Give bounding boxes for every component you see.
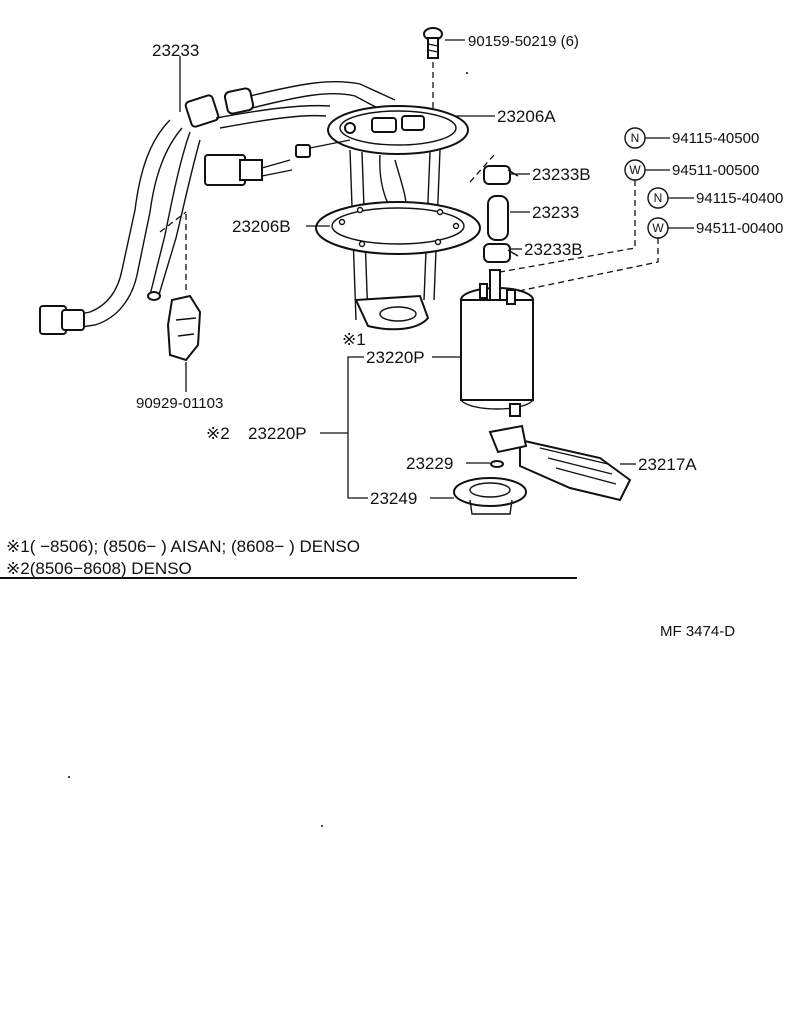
hose-clamp-drawing	[469, 154, 519, 263]
sender-gauge-drawing	[295, 62, 481, 331]
label-clamp-lower: 23233B	[524, 240, 583, 259]
label-pump-1: 23220P	[366, 348, 425, 367]
connector-drawing	[488, 424, 632, 502]
label-clamp-upper: 23233B	[532, 165, 591, 184]
washer-symbol-2-text: W	[652, 221, 664, 235]
washer-symbol-1-text: W	[629, 163, 641, 177]
nut-symbol-2-text: N	[654, 191, 663, 205]
label-connector: 23217A	[638, 455, 697, 474]
label-pump-2: 23220P	[248, 424, 307, 443]
label-washer-1: 94511-00500	[672, 162, 759, 179]
label-sender-gauge-a: 23206A	[497, 107, 556, 126]
bolt-drawing	[423, 27, 443, 59]
fastener-symbols: N W N W	[499, 127, 694, 293]
label-note2-marker: ※2	[206, 424, 230, 443]
fuel-tube-drawing	[39, 80, 396, 335]
clip-drawing	[159, 210, 202, 392]
label-small-washer: 23229	[406, 454, 453, 473]
label-nut-1: 94115-40500	[672, 130, 759, 147]
label-nut-2: 94115-40400	[696, 190, 783, 207]
leader-lines	[179, 39, 636, 499]
label-fuel-tube: 23233	[152, 41, 199, 60]
nut-symbol-1-text: N	[631, 131, 640, 145]
label-note1-marker: ※1	[342, 330, 366, 349]
label-washer-2: 94511-00400	[696, 220, 783, 237]
figure-code: MF 3474-D	[660, 623, 735, 640]
fuel-pump-drawing	[460, 269, 534, 417]
label-filter: 23249	[370, 489, 417, 508]
label-bolt: 90159-50219 (6)	[468, 33, 579, 50]
note-line-1: ※1( −8506); (8506− ) AISAN; (8608− ) DEN…	[6, 537, 360, 556]
label-clip: 90929-01103	[136, 395, 223, 412]
callout-labels: 23233 90159-50219 (6) 23206A 23233B 2323…	[136, 33, 783, 508]
label-sender-gauge-b: 23206B	[232, 217, 291, 236]
note-line-2: ※2(8506−8608) DENSO	[6, 559, 192, 578]
filter-drawing	[453, 460, 527, 515]
notes-block: ※1( −8506); (8506− ) AISAN; (8608− ) DEN…	[0, 537, 577, 579]
label-hose: 23233	[532, 203, 579, 222]
